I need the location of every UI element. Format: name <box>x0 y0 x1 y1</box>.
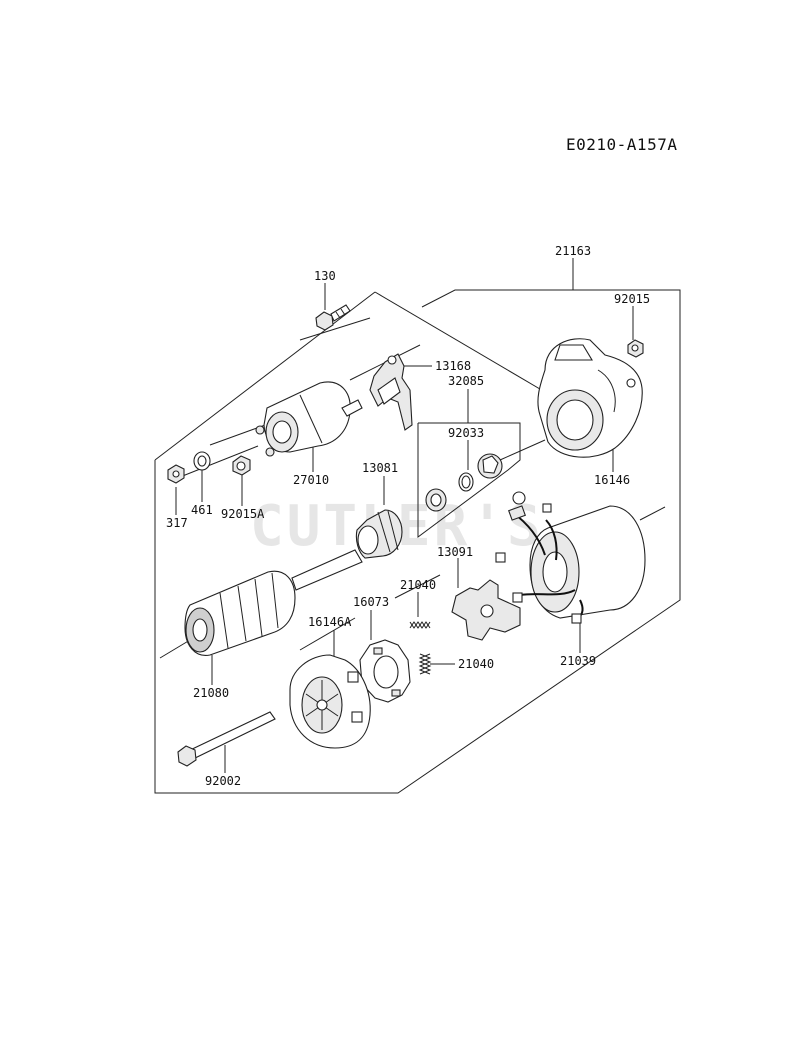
pinion-13081-icon[interactable] <box>355 509 403 559</box>
retainer-32085-icon[interactable] <box>477 453 503 479</box>
part-label-92015[interactable]: 92015 <box>614 292 650 306</box>
part-label-21040-a[interactable]: 21040 <box>400 578 436 592</box>
bolt-130-icon[interactable] <box>315 304 351 331</box>
part-label-27010[interactable]: 27010 <box>293 473 329 487</box>
nut-92015A-icon[interactable] <box>232 455 251 476</box>
armature-21080-icon[interactable] <box>184 549 363 656</box>
spring-21040-b-icon[interactable] <box>418 653 432 675</box>
part-label-13168[interactable]: 13168 <box>435 359 471 373</box>
solenoid-27010-icon[interactable] <box>255 381 363 457</box>
nut-317-icon[interactable] <box>167 464 185 484</box>
lever-13168-icon[interactable] <box>369 353 413 431</box>
part-label-16146[interactable]: 16146 <box>594 473 630 487</box>
spring-21040-a-icon[interactable] <box>409 621 431 629</box>
part-label-32085[interactable]: 32085 <box>448 374 484 388</box>
part-label-16073[interactable]: 16073 <box>353 595 389 609</box>
end-frame-16146-icon[interactable] <box>537 338 643 458</box>
part-labels: 21163 130 92015 13168 32085 92033 16146 … <box>166 244 650 788</box>
part-label-21040-b[interactable]: 21040 <box>458 657 494 671</box>
part-label-21039[interactable]: 21039 <box>560 654 596 668</box>
part-label-13091[interactable]: 13091 <box>437 545 473 559</box>
part-label-92002[interactable]: 92002 <box>205 774 241 788</box>
part-label-21163[interactable]: 21163 <box>555 244 591 258</box>
part-label-130[interactable]: 130 <box>314 269 336 283</box>
yoke-21039-icon[interactable] <box>495 491 646 624</box>
part-label-461[interactable]: 461 <box>191 503 213 517</box>
part-label-21080[interactable]: 21080 <box>193 686 229 700</box>
part-label-92033[interactable]: 92033 <box>448 426 484 440</box>
ring-92033-icon[interactable] <box>458 472 474 492</box>
collar-icon[interactable] <box>425 488 447 512</box>
nut-92015-icon[interactable] <box>627 339 644 358</box>
assembly-outline <box>154 289 681 794</box>
leader-lines <box>175 258 634 773</box>
washer-461-icon[interactable] <box>193 451 211 471</box>
part-label-13081[interactable]: 13081 <box>362 461 398 475</box>
rear-cover-16146A-icon[interactable] <box>289 654 371 749</box>
part-label-317[interactable]: 317 <box>166 516 188 530</box>
part-label-16146A[interactable]: 16146A <box>308 615 352 629</box>
part-label-92015A[interactable]: 92015A <box>221 507 265 521</box>
plate-16073-icon[interactable] <box>359 639 411 703</box>
diagram-code: E0210-A157A <box>566 135 677 154</box>
brush-holder-13091-icon[interactable] <box>451 579 521 641</box>
through-bolt-92002-icon[interactable] <box>177 711 276 767</box>
